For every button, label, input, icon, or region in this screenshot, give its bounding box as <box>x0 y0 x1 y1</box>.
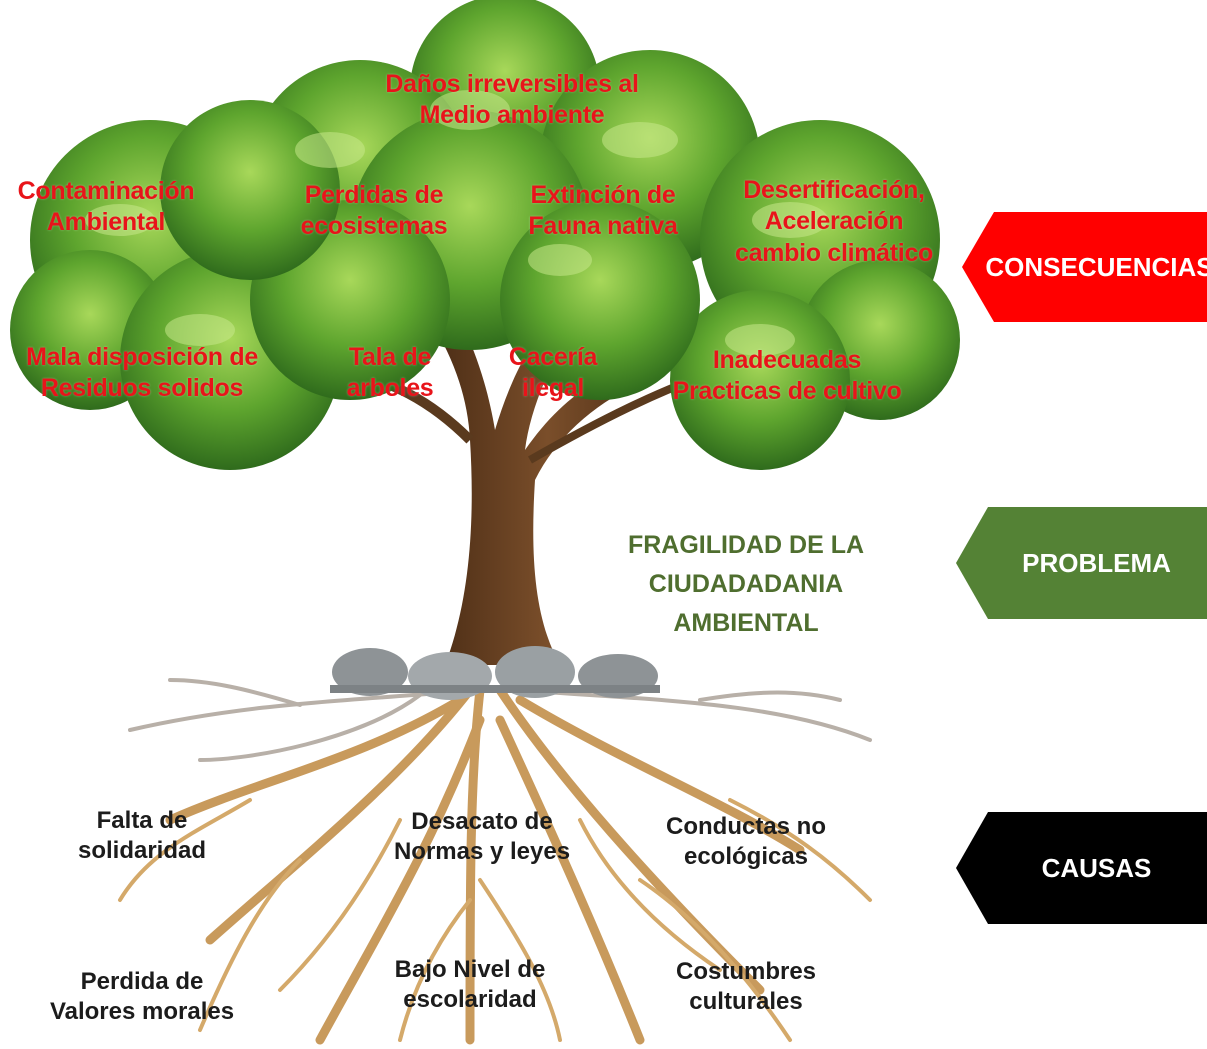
consequence-label: Perdidas de ecosistemas <box>300 180 448 240</box>
roots <box>118 678 872 1045</box>
rocks <box>330 646 660 700</box>
consequence-label: Contaminación Ambiental <box>17 176 195 236</box>
consequences-tag-label: CONSECUENCIAS <box>985 251 1207 282</box>
problem-statement: FRAGILIDAD DE LA CIUDADADANIA AMBIENTAL <box>627 530 865 637</box>
consequence-label: Inadecuadas Practicas de cultivo <box>672 345 902 405</box>
consequence-label: Cacería ilegal <box>508 342 598 402</box>
consequences-tag-shape <box>962 212 1207 322</box>
consequence-label: Tala de arboles <box>346 342 434 402</box>
cause-label: Conductas no ecológicas <box>666 813 826 870</box>
causes-tag-shape <box>956 812 1207 924</box>
problem-tag: PROBLEMA <box>956 507 1207 619</box>
consequences-tag: CONSECUENCIAS <box>962 212 1207 322</box>
consequence-label: Desertificación, Aceleración cambio clim… <box>734 176 934 267</box>
foliage-highlights <box>85 90 828 356</box>
cause-label: Costumbres culturales <box>675 958 817 1015</box>
causes-tag-label: CAUSAS <box>1041 852 1152 883</box>
causes-tag: CAUSAS <box>956 812 1207 924</box>
cause-label: Falta de solidaridad <box>77 807 207 864</box>
consequence-label: Daños irreversibles al Medio ambiente <box>385 69 639 129</box>
problem-tag-shape <box>956 507 1207 619</box>
problem-tag-label: PROBLEMA <box>1022 547 1171 578</box>
cause-label: Bajo Nivel de escolaridad <box>394 956 546 1013</box>
consequence-label: Extinción de Fauna nativa <box>528 180 678 240</box>
consequence-label: Mala disposición de Residuos solidos <box>26 342 258 402</box>
cause-label: Desacato de Normas y leyes <box>393 808 571 865</box>
cause-label: Perdida de Valores morales <box>49 968 235 1025</box>
